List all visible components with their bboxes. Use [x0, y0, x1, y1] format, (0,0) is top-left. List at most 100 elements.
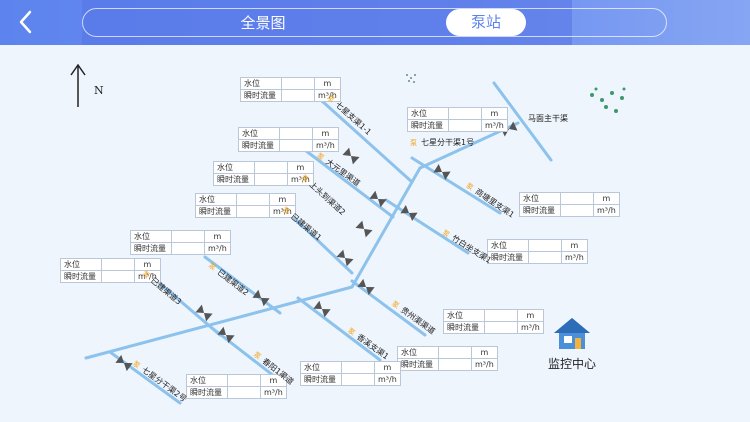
pipe-yijian-2: [203, 255, 282, 315]
flow-label: 瞬时流量: [300, 373, 342, 386]
flow-unit: m³/h: [314, 89, 341, 102]
pipe-zhubai: [384, 198, 470, 255]
valve-icon[interactable]: [313, 300, 331, 318]
tab-panorama[interactable]: 全景图: [240, 14, 286, 32]
pipe-chunyang: [210, 326, 285, 385]
flow-value: [101, 270, 135, 283]
flow-value: [236, 205, 270, 218]
channel-label[interactable]: 马面主干渠: [528, 113, 568, 124]
pipe-xiangxi: [296, 296, 382, 362]
flow-value: [560, 204, 594, 217]
water-level-value: [101, 258, 135, 271]
water-level-unit: m: [374, 361, 401, 374]
water-level-unit: m: [204, 230, 231, 243]
flow-value: [484, 321, 518, 334]
water-level-label: 水位: [240, 77, 282, 90]
valve-icon[interactable]: [217, 326, 235, 344]
flow-label: 瞬时流量: [407, 119, 449, 132]
pipe-main-trunk: [84, 285, 354, 360]
water-level-unit: m: [287, 161, 314, 174]
view-switcher: [82, 8, 667, 37]
flow-value: [341, 373, 375, 386]
flow-label: 瞬时流量: [240, 89, 282, 102]
flow-label: 瞬时流量: [238, 139, 280, 152]
flow-label: 瞬时流量: [519, 204, 561, 217]
water-level-label: 水位: [407, 107, 449, 120]
pump-marker: 泵: [410, 139, 417, 147]
house-icon: [554, 318, 590, 349]
flow-label: 瞬时流量: [60, 270, 102, 283]
tree-icon: [590, 87, 626, 113]
chevron-left-icon[interactable]: [12, 8, 40, 36]
water-level-label: 水位: [397, 346, 439, 359]
water-level-unit: m: [593, 192, 620, 205]
flow-value: [528, 251, 562, 264]
pipe-qixing-1-1: [320, 99, 414, 184]
valve-icon[interactable]: [357, 278, 375, 296]
water-level-unit: m: [481, 107, 508, 120]
flow-label: 瞬时流量: [130, 242, 172, 255]
flow-unit: m³/h: [134, 270, 161, 283]
water-level-label: 水位: [213, 161, 255, 174]
tab-pump-station[interactable]: 泵站: [446, 9, 526, 36]
water-level-value: [279, 127, 313, 140]
water-data-table: 水位 m 瞬时流量 m³/h: [130, 230, 231, 255]
water-level-unit: m: [312, 127, 339, 140]
flow-unit: m³/h: [517, 321, 544, 334]
pipe-shangtou: [288, 212, 354, 275]
water-level-value: [281, 77, 315, 90]
pipe-mamian: [492, 81, 553, 162]
north-arrow-icon: [70, 63, 86, 107]
valve-icon[interactable]: [342, 147, 360, 165]
flow-unit: m³/h: [269, 205, 296, 218]
flow-label: 瞬时流量: [443, 321, 485, 334]
flow-unit: m³/h: [481, 119, 508, 132]
valve-icon[interactable]: [336, 249, 354, 267]
channel-name: 七星分干渠1号: [421, 138, 475, 147]
channel-name: 马面主干渠: [528, 114, 568, 123]
water-data-table: 水位 m 瞬时流量 m³/h: [519, 192, 620, 217]
flow-unit: m³/h: [471, 358, 498, 371]
water-level-unit: m: [269, 193, 296, 206]
valve-icon[interactable]: [369, 190, 387, 208]
pipe-shangtangli: [410, 156, 502, 215]
channel-label[interactable]: 泵七星分干渠1号: [410, 137, 474, 148]
valve-icon[interactable]: [433, 164, 451, 180]
water-level-value: [560, 192, 594, 205]
monitor-center-button[interactable]: 监控中心: [543, 316, 601, 372]
pipe-main-rise: [350, 166, 422, 289]
flow-label: 瞬时流量: [487, 251, 529, 264]
flow-value: [171, 242, 205, 255]
water-level-label: 水位: [60, 258, 102, 271]
valve-icon[interactable]: [355, 220, 373, 238]
flow-label: 瞬时流量: [397, 358, 439, 371]
flow-unit: m³/h: [204, 242, 231, 255]
flow-label: 瞬时流量: [186, 386, 228, 399]
top-bar: 全景图 泵站: [0, 0, 750, 45]
flow-unit: m³/h: [561, 251, 588, 264]
flow-unit: m³/h: [287, 173, 314, 186]
monitor-center-label: 监控中心: [547, 357, 596, 371]
flow-value: [438, 358, 472, 371]
valve-icon[interactable]: [252, 289, 270, 307]
valve-icon[interactable]: [115, 354, 133, 372]
flow-value: [281, 89, 315, 102]
valve-icon[interactable]: [400, 204, 418, 222]
flow-unit: m³/h: [593, 204, 620, 217]
water-level-label: 水位: [443, 309, 485, 322]
channel-lines: [84, 81, 553, 405]
flow-value: [279, 139, 313, 152]
flow-value: [254, 173, 288, 186]
water-level-label: 水位: [519, 192, 561, 205]
pipe-dayuanli: [299, 145, 395, 219]
water-level-unit: m: [314, 77, 341, 90]
valve-icon[interactable]: [195, 304, 213, 322]
water-level-label: 水位: [130, 230, 172, 243]
water-level-value: [484, 309, 518, 322]
